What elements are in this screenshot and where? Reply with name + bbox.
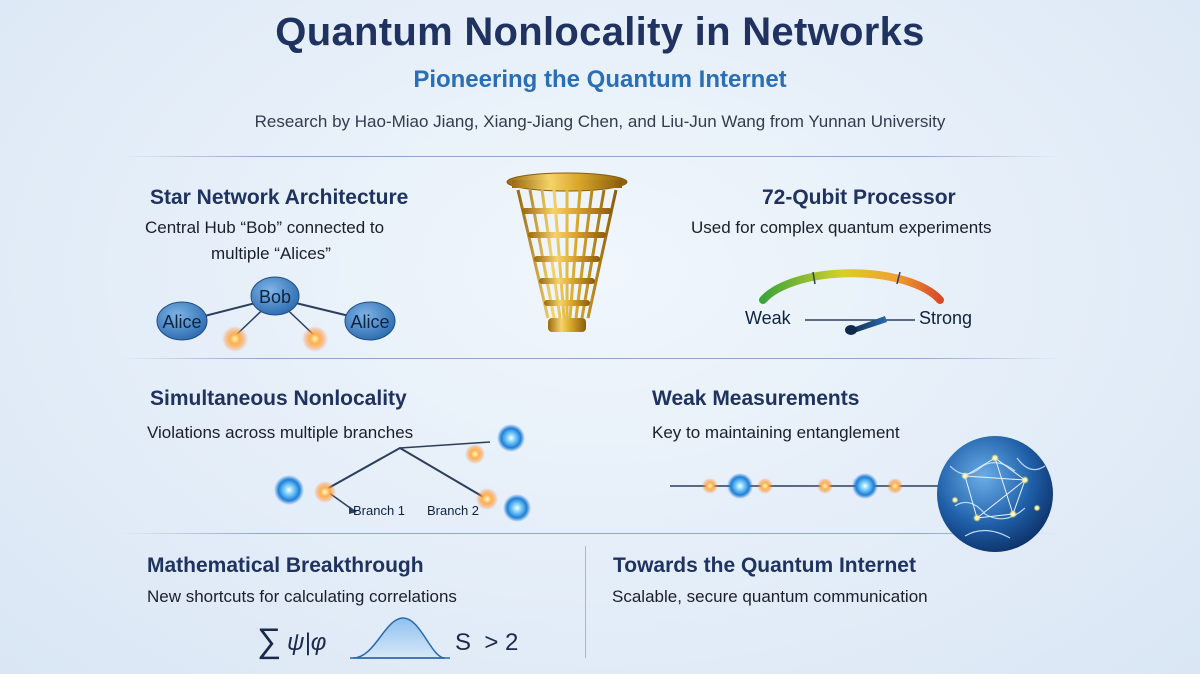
alice-node-left: [156, 301, 208, 341]
divider-middle: [120, 358, 1060, 359]
processor-desc: Used for complex quantum experiments: [691, 218, 992, 237]
weak-measurements-title: Weak Measurements: [652, 387, 860, 410]
alice-left-label: Alice: [162, 312, 201, 332]
inequality-text: S > 2: [455, 629, 518, 656]
alice-right-label: Alice: [350, 312, 389, 332]
divider-top: [120, 156, 1060, 157]
processor-title: 72-Qubit Processor: [762, 186, 956, 209]
photon-glow-right: [302, 326, 328, 352]
math-desc: New shortcuts for calculating correlatio…: [147, 587, 457, 606]
nonlocality-branch-diagram: Branch 1 Branch 2: [274, 424, 531, 522]
photon-glow: [314, 481, 336, 503]
psi-phi-text: ψ|φ: [287, 629, 326, 656]
star-network-diagram: Bob Alice Alice: [156, 276, 396, 352]
measurement-strength-gauge: Weak Strong: [745, 269, 972, 335]
star-network-desc-line1: Central Hub “Bob” connected to: [145, 218, 385, 237]
vertical-divider: [585, 546, 586, 658]
branch-2-label: Branch 2: [427, 503, 479, 518]
bell-curve: [352, 617, 446, 659]
divider-bottom: [120, 533, 1060, 534]
sum-symbol: ∑: [257, 622, 281, 660]
page-title: Quantum Nonlocality in Networks: [275, 10, 925, 54]
page-subtitle: Pioneering the Quantum Internet: [413, 66, 787, 93]
entanglement-chain-diagram: [670, 436, 1053, 552]
hub-node-bob: [250, 276, 300, 316]
math-formula-graphic: ∑ ψ|φ S > 2: [257, 617, 518, 660]
weak-measurements-desc: Key to maintaining entanglement: [652, 423, 900, 442]
gauge-needle: [847, 316, 887, 334]
star-network-title: Star Network Architecture: [150, 186, 409, 209]
gauge-strong-label: Strong: [919, 308, 972, 328]
alice-node-right: [344, 301, 396, 341]
globe-icon: [937, 436, 1053, 552]
gauge-weak-label: Weak: [745, 308, 792, 328]
math-title: Mathematical Breakthrough: [147, 554, 424, 577]
qubit-glow: [274, 475, 304, 505]
branch-1-label: Branch 1: [353, 503, 405, 518]
nonlocality-desc: Violations across multiple branches: [147, 423, 414, 442]
nonlocality-title: Simultaneous Nonlocality: [150, 387, 407, 410]
photon-glow-left: [222, 326, 248, 352]
star-network-desc-line2: multiple “Alices”: [211, 244, 331, 263]
hub-label: Bob: [259, 287, 291, 307]
internet-desc: Scalable, secure quantum communication: [612, 587, 928, 606]
internet-title: Towards the Quantum Internet: [613, 554, 916, 577]
quantum-processor-chandelier-icon: [506, 172, 628, 332]
research-byline: Research by Hao-Miao Jiang, Xiang-Jiang …: [254, 112, 946, 131]
